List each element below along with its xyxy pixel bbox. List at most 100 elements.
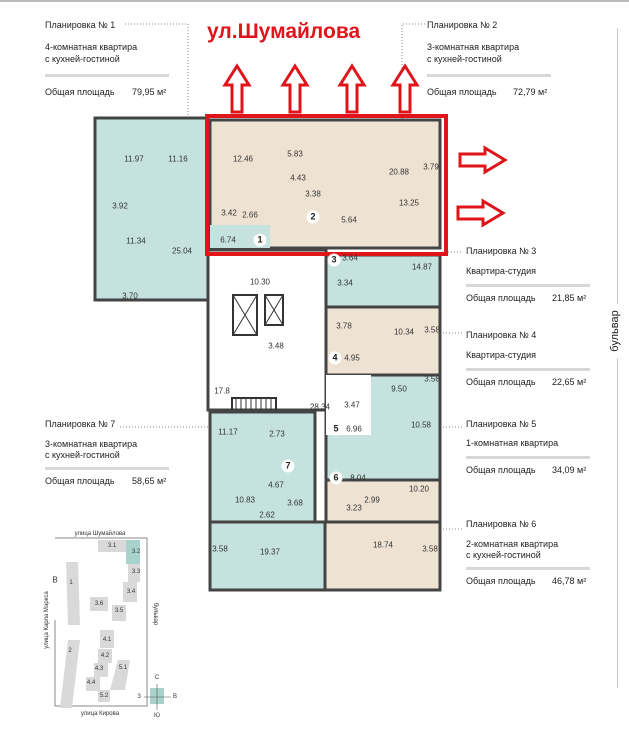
room-area: 11.16 <box>168 154 188 164</box>
room-area: 10.34 <box>393 327 415 337</box>
street-label: улица Кирова <box>80 711 120 717</box>
room-area: 10.20 <box>408 484 430 494</box>
section-label: 5.2 <box>99 693 109 699</box>
area-value: 21,85 м² <box>552 293 587 303</box>
area-label: Общая площадь <box>427 87 497 97</box>
room-area: 3.34 <box>337 278 353 288</box>
plan-title: Планировка № 2 <box>427 20 498 30</box>
section-label: 4.4 <box>86 680 96 686</box>
plan-title: Планировка № 3 <box>466 246 537 256</box>
section-label: 4.2 <box>100 653 110 659</box>
room-area: 10.30 <box>249 277 271 287</box>
room-area: 11.17 <box>218 427 238 437</box>
plan-type: с кухней-гостиной <box>466 550 541 560</box>
room-area: 3.64 <box>342 253 358 263</box>
room-area: 6.96 <box>346 424 362 434</box>
area-value: 79,95 м² <box>132 87 167 97</box>
divider <box>45 467 169 470</box>
room-area: 5.64 <box>341 215 357 225</box>
area-value: 46,78 м² <box>552 576 587 586</box>
plan-type: 4-комнатная квартира <box>45 42 138 52</box>
plan-type: 3-комнатная квартира <box>45 439 138 449</box>
plan-title: Планировка № 1 <box>45 20 116 30</box>
compass-north: С <box>154 675 160 681</box>
divider <box>466 567 590 570</box>
room-area: 2.99 <box>364 495 380 505</box>
plan-type: 1-комнатная квартира <box>466 438 559 448</box>
section-label: 4.1 <box>102 637 112 643</box>
plan-title: Планировка № 4 <box>466 330 537 340</box>
minimap <box>54 537 171 710</box>
street-title: ул.Шумайлова <box>207 20 361 43</box>
plan-title: Планировка № 5 <box>466 419 537 429</box>
room-area: 12.46 <box>232 154 254 164</box>
section-label: 3.4 <box>126 589 136 595</box>
street-label: улица Шумайлова <box>74 531 126 537</box>
room-area: 3.68 <box>287 498 303 508</box>
apartment-number: 7 <box>281 459 295 473</box>
compass-west: З <box>137 694 141 700</box>
room-area: 3.92 <box>112 201 128 211</box>
plan-title: Планировка № 7 <box>45 419 116 429</box>
boulevard-label: бульвар <box>152 602 158 626</box>
room-area: 17.8 <box>214 386 230 396</box>
divider <box>466 284 590 287</box>
apartment-number: 4 <box>328 351 342 365</box>
right-divider <box>617 28 618 688</box>
area-label: Общая площадь <box>466 465 536 475</box>
section-label: 4.3 <box>94 666 104 672</box>
plan-type: 2-комнатная квартира <box>466 539 559 549</box>
apartment-number: 2 <box>306 210 320 224</box>
plan-type: с кухней-гостиной <box>45 54 120 64</box>
room-area: 3.79 <box>423 162 439 172</box>
section-label: 3.2 <box>131 549 141 555</box>
section-label: 3.1 <box>107 543 117 549</box>
apartment-number: 1 <box>253 233 267 247</box>
room-area: 3.47 <box>344 400 360 410</box>
compass-east: В <box>172 694 178 700</box>
room-area: 3.78 <box>336 321 352 331</box>
area-label: Общая площадь <box>466 293 536 303</box>
room-area: 14.87 <box>411 262 433 272</box>
arrow-up-icons <box>222 63 420 114</box>
divider <box>427 74 551 77</box>
room-area: 13.25 <box>398 198 420 208</box>
room-area: 6.74 <box>220 235 236 245</box>
room-area: 20.88 <box>388 167 410 177</box>
section-label: 1 <box>69 580 73 586</box>
room-area: 9.50 <box>391 384 407 394</box>
section-label: 3.6 <box>94 601 104 607</box>
boulevard-label: бульвар <box>608 304 622 358</box>
room-area: 2.73 <box>269 429 285 439</box>
room-area: 11.34 <box>126 236 146 246</box>
area-value: 72,79 м² <box>513 87 548 97</box>
street-label: улица Карла Маркса <box>44 591 50 649</box>
compass-south: Ю <box>153 713 161 719</box>
room-area: 3.42 <box>221 208 237 218</box>
apartment-4-area <box>324 305 442 377</box>
room-area: 3.58 <box>424 325 440 335</box>
apartment-1-area <box>93 116 210 302</box>
divider <box>45 74 169 77</box>
room-area: 5.83 <box>287 149 303 159</box>
area-label: Общая площадь <box>45 87 115 97</box>
plan-type: Квартира-студия <box>466 266 536 276</box>
divider <box>466 368 590 371</box>
highlight-box <box>205 114 448 256</box>
room-area: 10.58 <box>410 420 432 430</box>
room-area: 4.43 <box>290 173 306 183</box>
room-area: 8.04 <box>350 473 366 483</box>
room-area: 2.62 <box>259 510 275 520</box>
plan-title: Планировка № 6 <box>466 519 537 529</box>
room-area: 10.83 <box>234 495 256 505</box>
area-label: Общая площадь <box>466 576 536 586</box>
room-area: 3.23 <box>346 503 362 513</box>
area-value: 34,09 м² <box>552 465 587 475</box>
apartment-number: 5 <box>329 422 343 436</box>
apartment-number: 3 <box>327 253 341 267</box>
core-area <box>206 248 328 412</box>
arrow-right-icons <box>456 145 508 228</box>
room-area: 2.66 <box>242 210 258 220</box>
room-area: 28.34 <box>309 402 331 412</box>
